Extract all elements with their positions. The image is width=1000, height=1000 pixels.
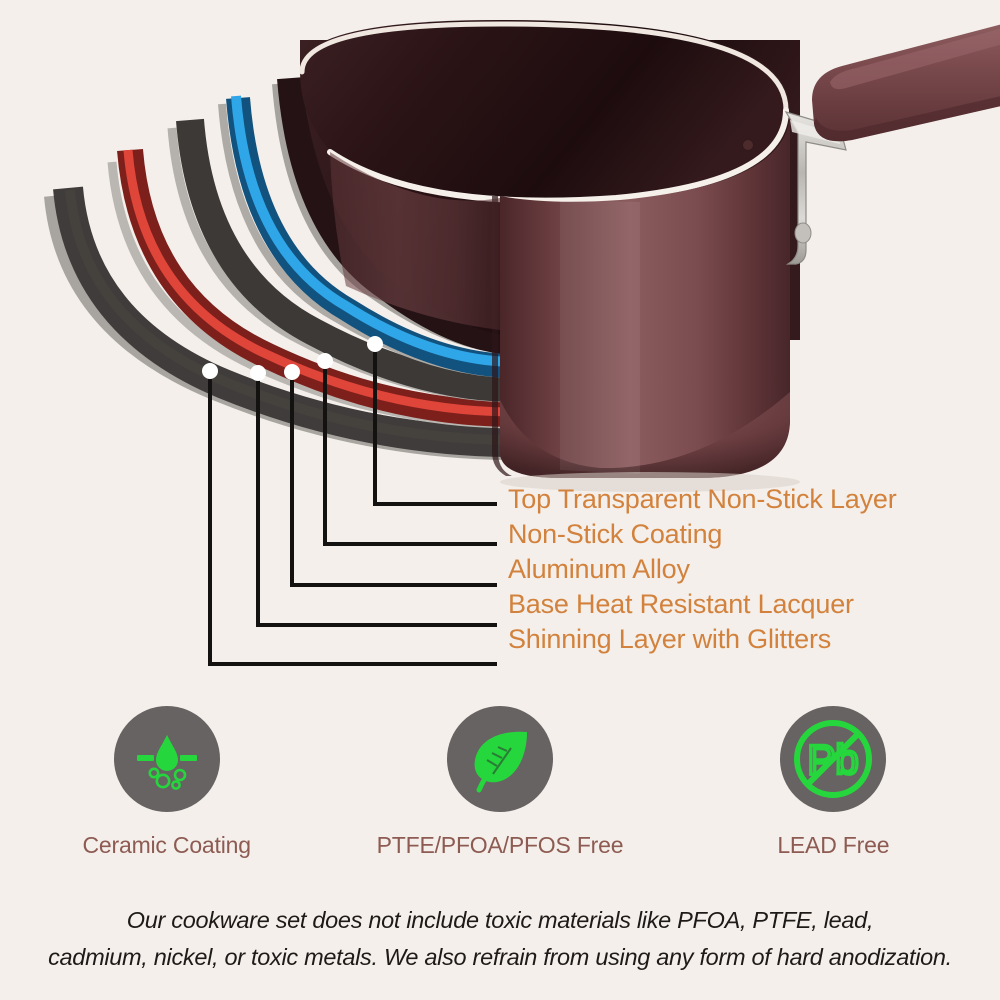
badge-circle bbox=[446, 706, 553, 812]
leaf-icon bbox=[474, 731, 527, 793]
pan-handle bbox=[812, 24, 1000, 142]
disclaimer-line-2: cadmium, nickel, or toxic metals. We als… bbox=[48, 944, 952, 970]
badge-ceramic-coating: Ceramic Coating bbox=[0, 706, 333, 886]
pan-outer-wall bbox=[500, 112, 790, 478]
callout-row: Aluminum Alloy bbox=[508, 552, 988, 587]
saucepan-illustration bbox=[44, 20, 1000, 492]
pan-ground-shadow bbox=[500, 472, 800, 492]
pan-inner-wall bbox=[330, 152, 500, 330]
pan-body-group bbox=[492, 112, 790, 478]
disclaimer-text: Our cookware set does not include toxic … bbox=[0, 902, 1000, 976]
feature-badge-row: Ceramic Coating PTFE/PFOA/PFOS Free bbox=[0, 706, 1000, 886]
badge-ptfe-pfoa-pfos-free: PTFE/PFOA/PFOS Free bbox=[333, 706, 666, 886]
disclaimer-line-1: Our cookware set does not include toxic … bbox=[126, 907, 874, 933]
callout-label-base-heat-resistant-lacquer: Base Heat Resistant Lacquer bbox=[508, 589, 854, 619]
callout-label-non-stick-coating: Non-Stick Coating bbox=[508, 519, 723, 549]
callout-label-shinning-layer-with-glitters: Shinning Layer with Glitters bbox=[508, 624, 832, 654]
pan-rim-highlight-front bbox=[327, 107, 789, 204]
water-droplet-icon bbox=[136, 735, 197, 790]
pan-opening bbox=[300, 20, 790, 199]
no-lead-pb-icon: Pb bbox=[794, 720, 873, 798]
badge-circle: Pb bbox=[780, 706, 887, 812]
callout-label-top-transparent-non-stick-layer: Top Transparent Non-Stick Layer bbox=[508, 484, 897, 514]
callout-label-aluminum-alloy: Aluminum Alloy bbox=[508, 554, 690, 584]
bracket-rivet bbox=[794, 222, 812, 244]
pan-rim-highlight-back bbox=[299, 21, 789, 113]
pan-bottom-shading bbox=[500, 392, 790, 478]
bracket-inner-rivet bbox=[742, 139, 754, 151]
handle-top-highlight bbox=[830, 28, 1000, 90]
badge-lead-free: Pb LEAD Free bbox=[667, 706, 1000, 886]
callout-row: Base Heat Resistant Lacquer bbox=[508, 587, 988, 622]
pan-body-sheen bbox=[560, 200, 640, 474]
badge-caption-ptfe-pfoa-pfos-free: PTFE/PFOA/PFOS Free bbox=[376, 832, 624, 858]
callout-row: Non-Stick Coating bbox=[508, 517, 988, 552]
badge-caption-lead-free: LEAD Free bbox=[777, 832, 890, 858]
callout-label-list: Top Transparent Non-Stick Layer Non-Stic… bbox=[508, 482, 988, 657]
badge-caption-ceramic-coating: Ceramic Coating bbox=[82, 832, 251, 858]
callout-row: Top Transparent Non-Stick Layer bbox=[508, 482, 988, 517]
product-illustration bbox=[44, 20, 1000, 492]
pan-rim-group bbox=[299, 20, 790, 204]
badge-circle bbox=[113, 706, 220, 812]
handle-bottom-shadow bbox=[814, 96, 1000, 142]
callout-row: Shinning Layer with Glitters bbox=[508, 622, 988, 657]
